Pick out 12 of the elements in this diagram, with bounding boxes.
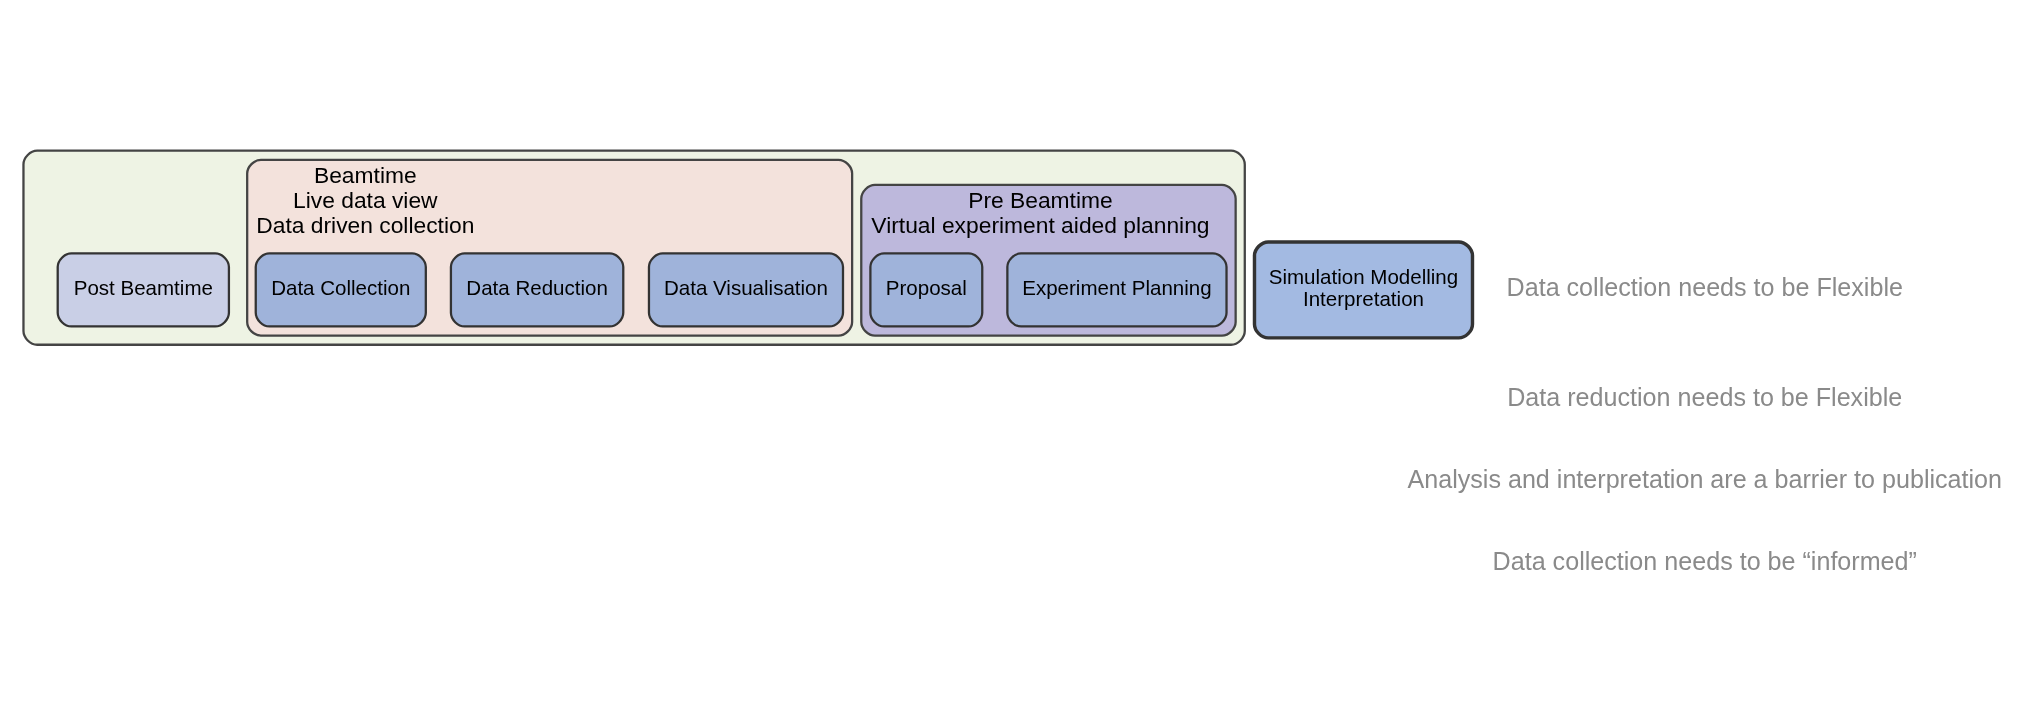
label: Data collection needs to be Flexible	[1506, 272, 1903, 301]
node-box: Post Beamtime	[56, 251, 231, 328]
label: Data collection needs to be “informed”	[1492, 546, 1917, 575]
label: Analysis and interpretation are a barrier to publication	[1407, 464, 2003, 493]
node-box: Data Reduction	[449, 251, 625, 328]
node-box: Simulation Modelling Interpretation	[1252, 239, 1475, 340]
node-box: Data Visualisation	[647, 251, 845, 328]
node-box: Proposal	[869, 251, 984, 328]
node-box: Data Collection	[254, 251, 427, 328]
cluster	[22, 149, 1246, 346]
node-box: Experiment Planning	[1006, 251, 1228, 328]
label: Data reduction needs to be Flexible	[1507, 382, 1903, 411]
